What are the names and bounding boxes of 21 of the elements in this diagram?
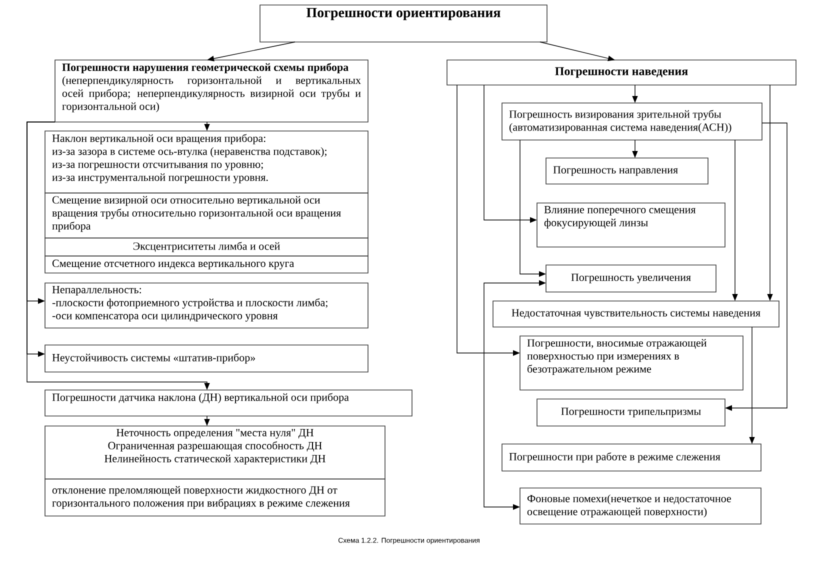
item-box: Неустойчивость системы «штатив-прибор» <box>44 344 368 372</box>
category-box: Погрешности нарушения геометрической схемы прибора (неперпендикулярность горизонтальной и вертикальных осей прибора; неперпендикулярность визирной оси трубы и горизонтальной оси) <box>54 60 368 122</box>
item-box: Наклон вертикальной оси вращения прибора: из-за зазора в системе ось-втулка (неравенства подставок); из-за погрешности отсчитывания по уровню; из-за инструментальной погрешности уровня. <box>44 130 368 194</box>
category-box: Погрешности наведения <box>446 60 796 86</box>
item-box: Погрешности, вносимые отражающей поверхностью при измерениях в безотражательном режиме <box>520 336 744 390</box>
item-box: Погрешности при работе в режиме слежения <box>502 444 762 472</box>
item-box: Влияние поперечного смещения фокусирующей линзы <box>536 202 726 248</box>
item-box: Погрешность визирования зрительной трубы (автоматизированная система наведения(АСН)) <box>502 102 762 140</box>
item-box: Погрешности датчика наклона (ДН) вертикальной оси прибора <box>44 390 412 416</box>
item-box: Неточность определения "места нуля" ДН Ограниченная разрешающая способность ДН Нелинейность статической характеристики ДН <box>44 426 386 480</box>
item-box: Недостаточная чувствительность системы наведения <box>492 300 780 328</box>
item-box: Погрешности трипельпризмы <box>536 398 726 426</box>
item-box: Фоновые помехи(нечеткое и недостаточное освещение отражающей поверхности) <box>520 488 762 524</box>
item-box: Смещение отсчетного индекса вертикального круга <box>44 256 368 274</box>
item-box: Погрешность увеличения <box>546 264 716 292</box>
item-box: Эксцентриситеты лимба и осей <box>44 238 368 256</box>
item-box: Погрешность направления <box>546 158 708 184</box>
item-box: Смещение визирной оси относительно вертикальной оси вращения трубы относительно горизонтальной оси вращения прибора <box>44 192 368 238</box>
root-box: Погрешности ориентирования <box>260 4 548 42</box>
item-box: Непараллельность: -плоскости фотоприемного устройства и плоскости лимба; -оси компенсатора оси цилиндрического уровня <box>44 282 368 328</box>
item-box: отклонение преломляющей поверхности жидкостного ДН от горизонтального положения при вибрациях в режиме слежения <box>44 478 386 516</box>
